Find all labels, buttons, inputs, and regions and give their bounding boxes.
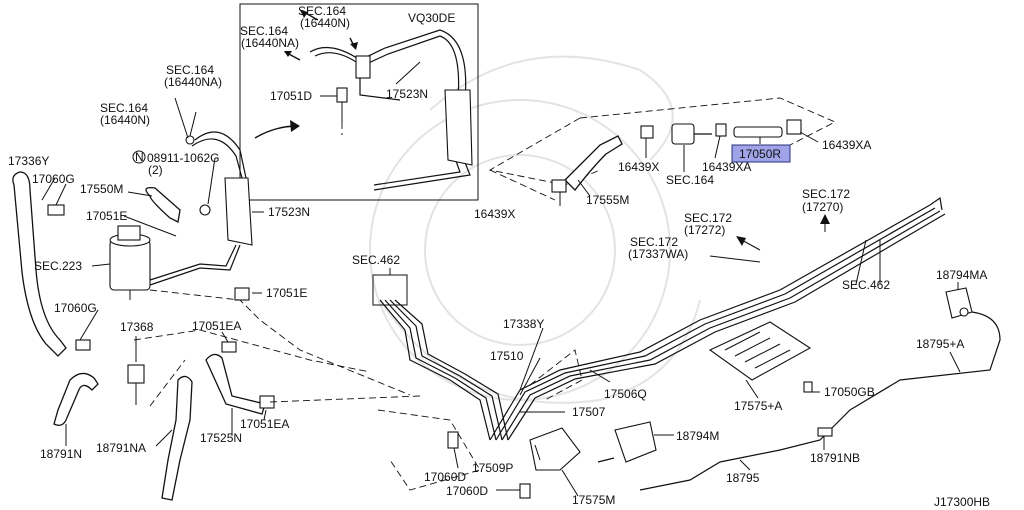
label-sec172-17337wa: SEC.172 xyxy=(630,235,678,249)
label-18795a: 18795+A xyxy=(916,337,964,351)
label-sec172-17337wa-sub: (17337WA) xyxy=(628,247,688,261)
label-18791n: 18791N xyxy=(40,447,82,461)
label-17509p: 17509P xyxy=(472,461,513,475)
label-18791na: 18791NA xyxy=(96,441,146,455)
center-tube-bundle xyxy=(372,196,946,499)
label-17510: 17510 xyxy=(490,349,524,363)
highlight-17050r[interactable] xyxy=(731,144,791,163)
label-sec172-17272-sub: (17272) xyxy=(684,223,725,237)
bolt-symbol-icon xyxy=(132,150,146,164)
label-16439xa: 16439XA xyxy=(822,138,871,152)
part-labels: SEC.164 (16440N) SEC.164 (16440NA) VQ30D… xyxy=(8,4,990,509)
label-17338y: 17338Y xyxy=(503,317,544,331)
label-18794m: 18794M xyxy=(676,429,719,443)
label-sec172-17270-sub: (17270) xyxy=(802,200,843,214)
label-sec164-inset-b: SEC.164 xyxy=(240,24,288,38)
label-sec164: SEC.164 xyxy=(666,173,714,187)
label-17555m: 17555M xyxy=(586,193,629,207)
label-16439x-left: 16439X xyxy=(474,207,515,221)
label-17060d-b: 17060D xyxy=(446,484,488,498)
label-17050gb: 17050GB xyxy=(824,385,875,399)
label-17507: 17507 xyxy=(572,405,606,419)
label-18791nb: 18791NB xyxy=(810,451,860,465)
label-17051ea-top: 17051EA xyxy=(192,319,241,333)
label-engine-vq30de: VQ30DE xyxy=(408,11,455,25)
label-17523n-inset: 17523N xyxy=(386,87,428,101)
label-18795: 18795 xyxy=(726,471,760,485)
label-17550m: 17550M xyxy=(80,182,123,196)
label-17575a: 17575+A xyxy=(734,399,782,413)
label-sec164-left-a-sub: (16440NA) xyxy=(164,75,222,89)
label-17523n: 17523N xyxy=(268,205,310,219)
label-17368: 17368 xyxy=(120,320,154,334)
vq30de-inset xyxy=(239,3,479,201)
label-17506q: 17506Q xyxy=(604,387,647,401)
evap-line-assembly xyxy=(488,97,837,206)
label-sec172-17270: SEC.172 xyxy=(802,187,850,201)
label-sec164-left-b-sub: (16440N) xyxy=(100,113,150,127)
label-bolt-qty: (2) xyxy=(148,163,163,177)
label-16439x: 16439X xyxy=(618,160,659,174)
label-17575m: 17575M xyxy=(572,493,615,507)
label-sec164-inset-a: SEC.164 xyxy=(298,4,346,18)
label-sec164-left-b: SEC.164 xyxy=(100,101,148,115)
label-17060g-top: 17060G xyxy=(32,172,75,186)
label-17051e: 17051E xyxy=(266,286,307,300)
label-17051e-top: 17051E xyxy=(86,209,127,223)
label-17060d-a: 17060D xyxy=(424,470,466,484)
label-17525n: 17525N xyxy=(200,431,242,445)
label-18794ma: 18794MA xyxy=(936,268,987,282)
label-sec462-left: SEC.462 xyxy=(352,253,400,267)
label-16439xa-mid: 16439XA xyxy=(702,160,751,174)
label-17051ea: 17051EA xyxy=(240,417,289,431)
label-sec164-inset-b-sub: (16440NA) xyxy=(241,36,299,50)
label-sec462-right: SEC.462 xyxy=(842,278,890,292)
label-08911-1062g: 08911-1062G xyxy=(147,151,220,165)
label-17050r[interactable]: 17050R xyxy=(739,147,781,161)
left-canister-assembly xyxy=(12,97,421,501)
label-sec172-17272: SEC.172 xyxy=(684,211,732,225)
label-17336y: 17336Y xyxy=(8,154,49,168)
bolt-symbol-letter: N xyxy=(135,150,144,164)
label-17051d: 17051D xyxy=(270,89,312,103)
label-sec164-left-a: SEC.164 xyxy=(166,63,214,77)
right-assembly xyxy=(639,214,1001,491)
label-sec164-inset-a-sub: (16440N) xyxy=(300,16,350,30)
diagram-code: J17300HB xyxy=(934,495,990,509)
label-sec223: SEC.223 xyxy=(34,259,82,273)
label-17060g: 17060G xyxy=(54,301,97,315)
